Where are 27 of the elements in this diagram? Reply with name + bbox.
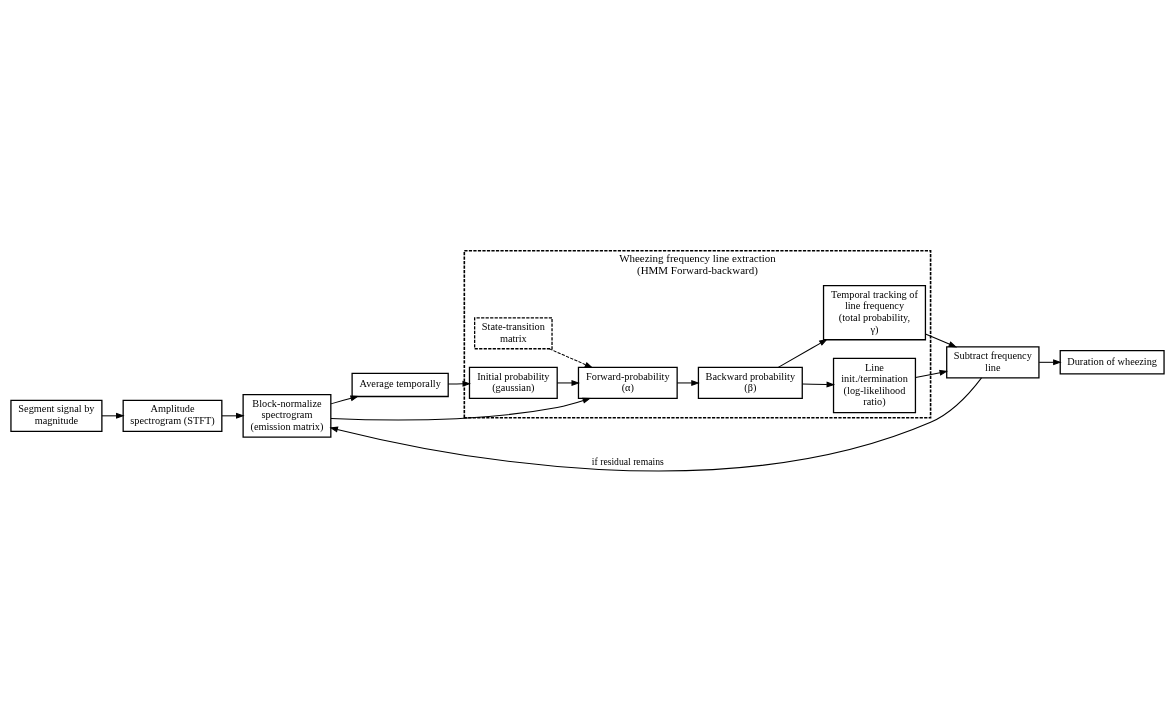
arrow <box>915 369 949 378</box>
node-box: State-transition matrix <box>474 317 553 350</box>
arrow <box>101 412 125 419</box>
arrow <box>676 379 700 386</box>
arrow <box>924 333 958 348</box>
node-box: Subtract frequency line <box>946 346 1040 379</box>
arrow <box>330 397 592 421</box>
arrow <box>447 380 471 387</box>
arrow <box>556 379 580 386</box>
arrow <box>777 339 828 368</box>
node-box: Temporal tracking of line frequency (total probability, γ) <box>822 284 927 341</box>
node-box: Initial probability (gaussian) <box>468 366 558 400</box>
arrow <box>221 412 245 419</box>
node-box: Block-normalize spectrogram (emission matrix) <box>242 393 332 438</box>
arrow <box>330 395 359 405</box>
node-box: Amplitude spectrogram (STFT) <box>122 399 223 432</box>
arrow <box>1038 359 1062 366</box>
arrow <box>801 381 836 388</box>
edge-label: if residual remains <box>591 455 664 467</box>
node-box: Forward-probability (α) <box>577 366 678 400</box>
arrow <box>329 377 983 472</box>
node-box: Line init./termination (log-likelihood ratio) <box>832 357 917 414</box>
node-box: Backward probability (β) <box>697 366 803 400</box>
node-box: Duration of wheezing <box>1059 350 1165 375</box>
node-box: Segment signal by magnitude <box>10 399 103 432</box>
node-box: Average temporally <box>351 372 449 398</box>
arrow <box>548 348 594 369</box>
